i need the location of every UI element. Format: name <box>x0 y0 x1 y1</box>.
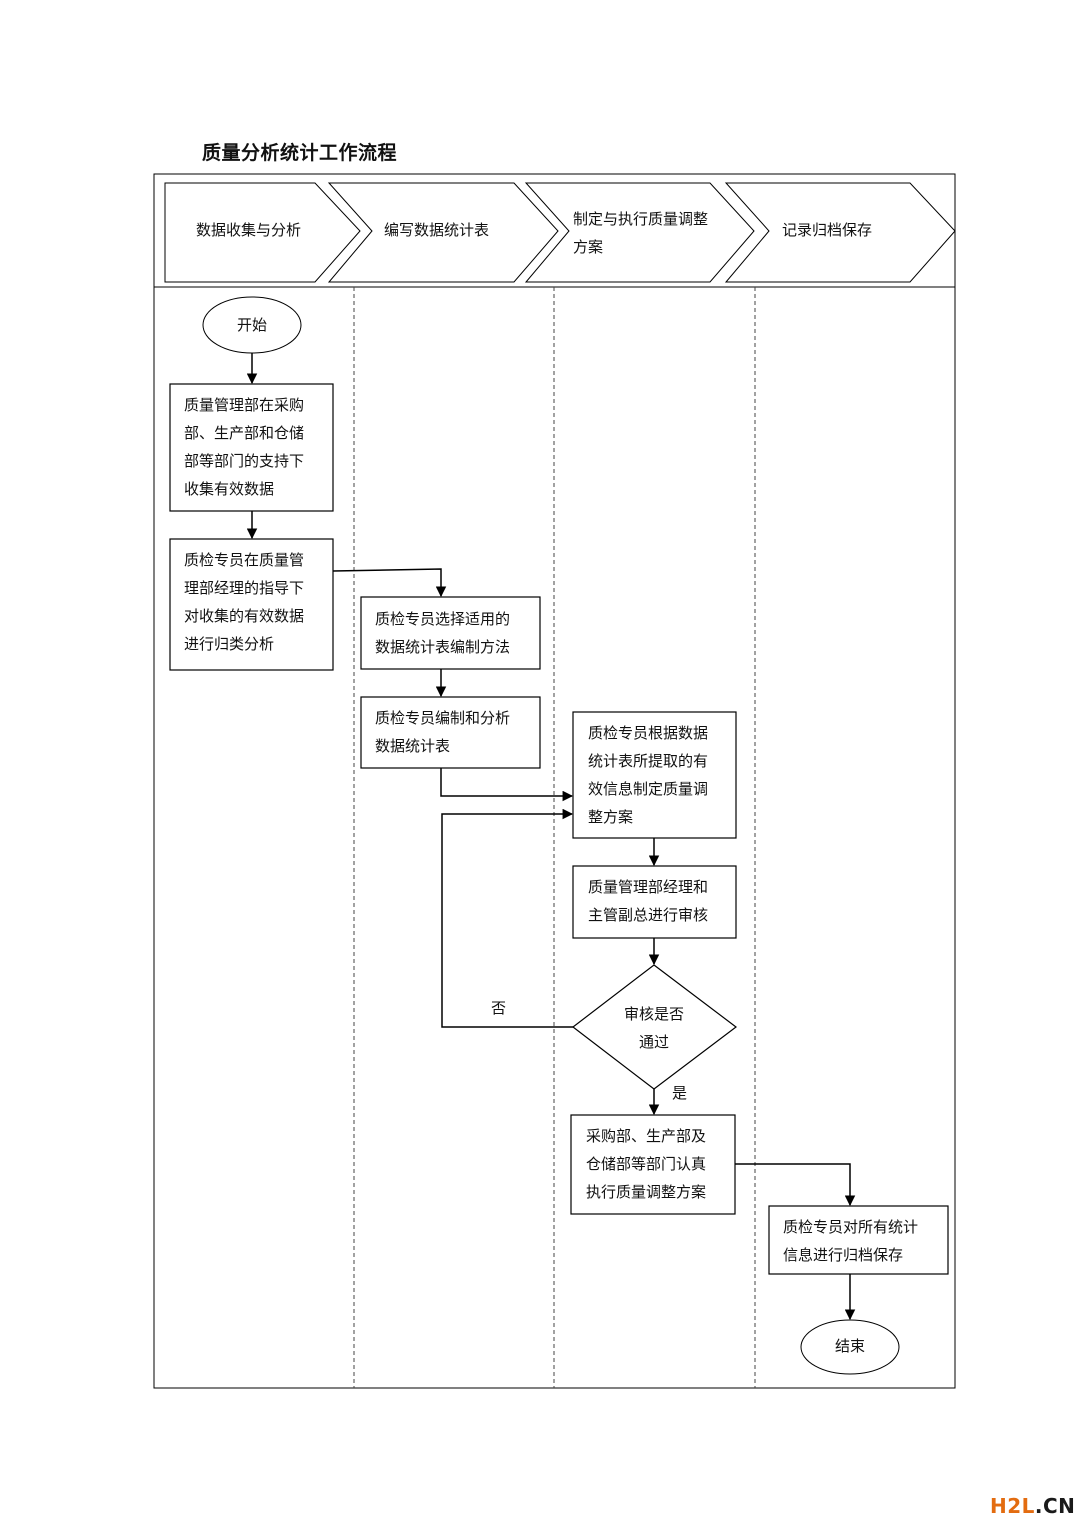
compile-table-box <box>360 696 541 769</box>
watermark-brand: H2L <box>990 1494 1035 1518</box>
classify-analysis-text: 质检专员在质量管 理部经理的指导下 对收集的有效数据 进行归类分析 <box>184 551 305 653</box>
make-plan-text: 质检专员根据数据 统计表所提取的有 效信息制定质量调 整方案 <box>588 724 709 826</box>
collect-data-text: 质量管理部在采购 部、生产部和仓储 部等部门的支持下 收集有效数据 <box>184 396 305 498</box>
watermark-suffix: .CN <box>1034 1494 1076 1518</box>
edge-label-no: 否 <box>491 999 507 1017</box>
site-watermark: H2L.CN <box>990 1494 1075 1518</box>
archive-box <box>768 1205 949 1275</box>
lane-label-plan: 制定与执行质量调整 方案 <box>573 210 709 256</box>
select-method-text: 质检专员选择适用的 数据统计表编制方法 <box>375 610 511 656</box>
end-label: 结束 <box>834 1337 865 1355</box>
page-title: 质量分析统计工作流程 <box>202 142 398 164</box>
phase-chevron-3 <box>524 182 755 283</box>
collect-data-box <box>169 383 334 512</box>
select-method-box <box>360 596 541 670</box>
lane-label-collect: 数据收集与分析 <box>196 221 302 239</box>
arrow-classify-to-select <box>332 568 447 598</box>
compile-table-text: 质检专员编制和分析 数据统计表 <box>375 709 511 755</box>
review-text: 质量管理部经理和 主管副总进行审核 <box>588 878 709 924</box>
edge-label-yes: 是 <box>672 1084 688 1102</box>
arrow-decision-no-loop <box>441 808 574 1028</box>
arrow-execute-to-archive <box>735 1163 856 1207</box>
decision-text: 审核是否 通过 <box>623 1005 684 1051</box>
execute-plan-text: 采购部、生产部及 仓储部等部门认真 执行质量调整方案 <box>586 1127 707 1201</box>
phase-chevron-2 <box>327 182 559 283</box>
phase-chevron-4 <box>724 182 956 283</box>
start-label: 开始 <box>236 316 267 334</box>
make-plan-box <box>572 711 737 839</box>
archive-text: 质检专员对所有统计 信息进行归档保存 <box>783 1218 919 1264</box>
arrow-compile-to-plan <box>440 768 574 802</box>
lane-label-compile: 编写数据统计表 <box>384 221 490 239</box>
phase-chevron-1 <box>164 182 361 283</box>
lane-label-archive: 记录归档保存 <box>782 221 873 239</box>
classify-analysis-box <box>169 538 334 671</box>
review-box <box>572 865 737 939</box>
execute-plan-box <box>570 1114 736 1215</box>
